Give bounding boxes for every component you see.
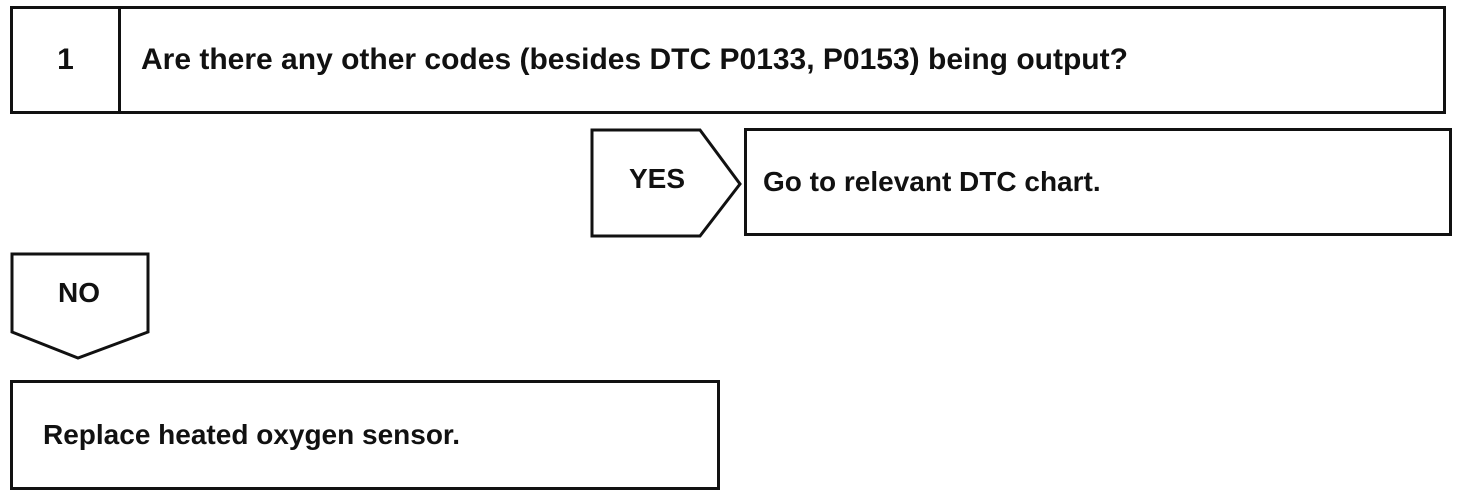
no-result-text: Replace heated oxygen sensor.	[43, 419, 461, 450]
step-number: 1	[13, 9, 121, 111]
yes-result-box: Go to relevant DTC chart.	[744, 128, 1452, 236]
yes-result-text: Go to relevant DTC chart.	[763, 166, 1101, 197]
yes-label: YES	[628, 163, 686, 194]
no-result-box: Replace heated oxygen sensor.	[10, 380, 720, 490]
step-question: Are there any other codes (besides DTC P…	[141, 43, 1128, 76]
no-arrow-shape	[10, 252, 150, 360]
step-box: 1 Are there any other codes (besides DTC…	[10, 6, 1446, 114]
yes-arrow-shape	[590, 128, 742, 238]
no-label: NO	[58, 277, 100, 308]
